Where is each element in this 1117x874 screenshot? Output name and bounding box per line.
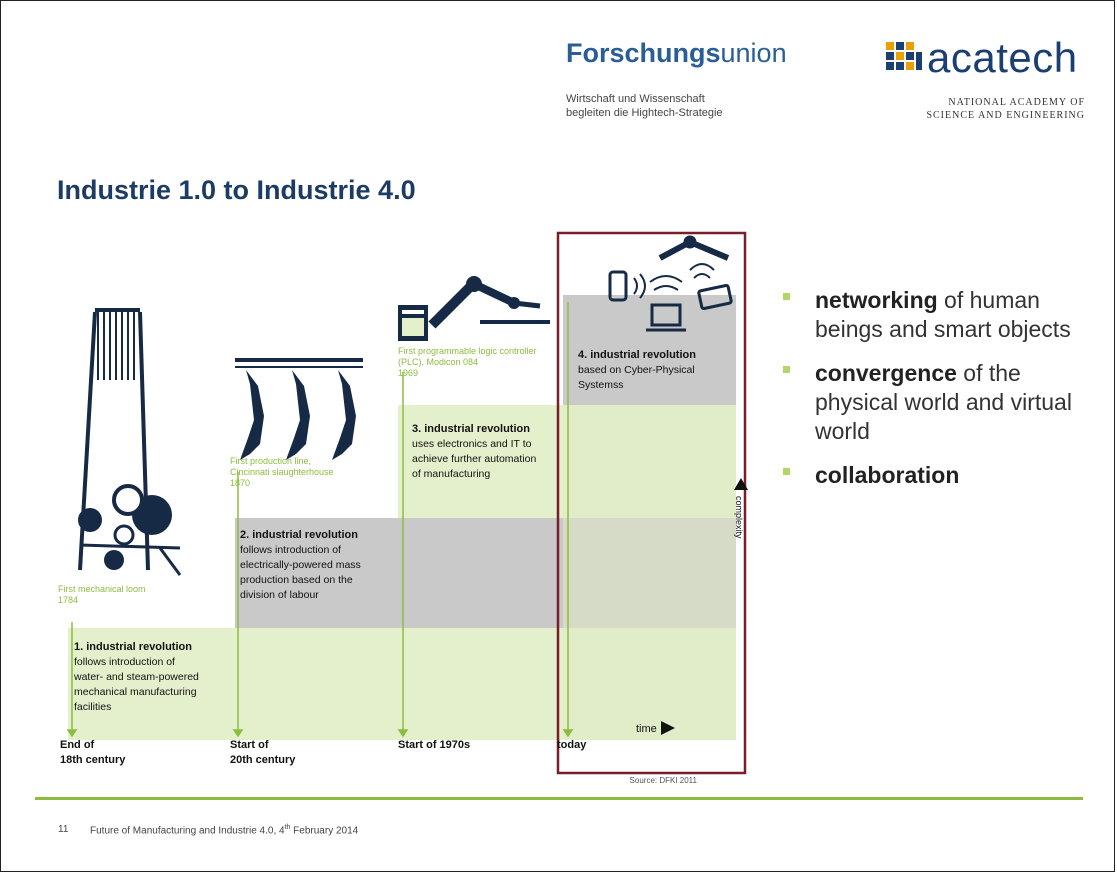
revolution-description: facilities (74, 701, 111, 713)
revolution-heading: 3. industrial revolution (412, 423, 530, 435)
bullet-square-icon (783, 468, 790, 475)
bullet-square-icon (783, 293, 790, 300)
milestone-label: 1969 (398, 368, 418, 378)
laptop-icon (650, 303, 682, 327)
bullet-networking: networking of human beings and smart obj… (783, 286, 1083, 344)
milestone-label: 1784 (58, 595, 78, 605)
era-label: today (557, 739, 587, 751)
bullet-collaboration: collaboration (783, 461, 1083, 490)
era-label: Start of 1970s (398, 739, 470, 751)
complexity-label: complexity (734, 496, 744, 539)
today-highlight-box (556, 231, 747, 775)
bullet-convergence: convergence of the physical world and vi… (783, 359, 1083, 446)
page-number: 11 (58, 824, 69, 835)
acatech-logo-text: acatech (927, 34, 1078, 81)
industrie-timeline-diagram: complexity time 1. industrial revolution… (58, 231, 748, 785)
revolution-description: follows introduction of (240, 544, 341, 556)
revolution-heading: 4. industrial revolution (578, 349, 696, 361)
revolution-description: of manufacturing (412, 468, 490, 480)
revolution-description: achieve further automation (412, 453, 536, 465)
acatech-subtitle: NATIONAL ACADEMY OF SCIENCE AND ENGINEER… (926, 97, 1085, 121)
revolution-description: water- and steam-powered (73, 671, 199, 683)
era-label: End of (60, 739, 95, 751)
footer-divider (35, 797, 1083, 800)
key-points-list: networking of human beings and smart obj… (783, 286, 1083, 505)
forschungsunion-logo: Forschungsunion (566, 38, 787, 68)
milestone-label: First production line, (230, 456, 311, 466)
revolution-description: electrically-powered mass (240, 559, 361, 571)
revolution-description: division of labour (240, 589, 319, 601)
era-label: Start of (230, 739, 269, 751)
mechanical-loom-icon (78, 308, 182, 576)
revolution-heading: 2. industrial revolution (240, 529, 358, 541)
complexity-arrow-icon (734, 478, 748, 490)
time-label: time (636, 723, 657, 735)
production-line-icon (235, 358, 363, 460)
milestone-label: Cincinnati slaughterhouse (230, 467, 334, 477)
tablet-icon (697, 283, 733, 311)
revolution-description: production based on the (240, 574, 353, 586)
revolution-description: follows introduction of (74, 656, 175, 668)
acatech-logo-icon (886, 42, 922, 70)
complexity-axis: complexity (734, 478, 748, 539)
plc-robot-icon (398, 276, 550, 341)
forschungsunion-subtitle: Wirtschaft und Wissenschaft begleiten di… (566, 93, 723, 119)
time-arrow-icon (661, 721, 675, 735)
revolution-heading: 1. industrial revolution (74, 641, 192, 653)
smartphone-icon (608, 270, 628, 302)
revolution-description: based on Cyber-Physical (578, 364, 695, 376)
revolution-description: uses electronics and IT to (412, 438, 532, 450)
cyber-physical-icons (608, 235, 733, 332)
time-axis: time (636, 721, 675, 735)
era-label: 18th century (60, 754, 126, 766)
right-column-shade (563, 405, 736, 740)
milestone-label: (PLC), Modicon 084 (398, 357, 478, 367)
revolution-description: Systemss (578, 379, 624, 391)
revolution-description: mechanical manufacturing (74, 686, 197, 698)
source-note: Source: DFKI 2011 (630, 776, 698, 785)
milestone-arrows (66, 302, 574, 738)
milestone-label: First programmable logic controller (398, 346, 537, 356)
era-label: 20th century (230, 754, 296, 766)
footer-text: Future of Manufacturing and Industrie 4.… (90, 824, 359, 837)
bullet-square-icon (783, 366, 790, 373)
milestone-label: 1870 (230, 478, 250, 488)
slide-title: Industrie 1.0 to Industrie 4.0 (57, 175, 416, 205)
band-4 (563, 295, 736, 405)
milestone-label: First mechanical loom (58, 584, 146, 594)
revolution-texts: 1. industrial revolution follows introduc… (58, 346, 696, 766)
